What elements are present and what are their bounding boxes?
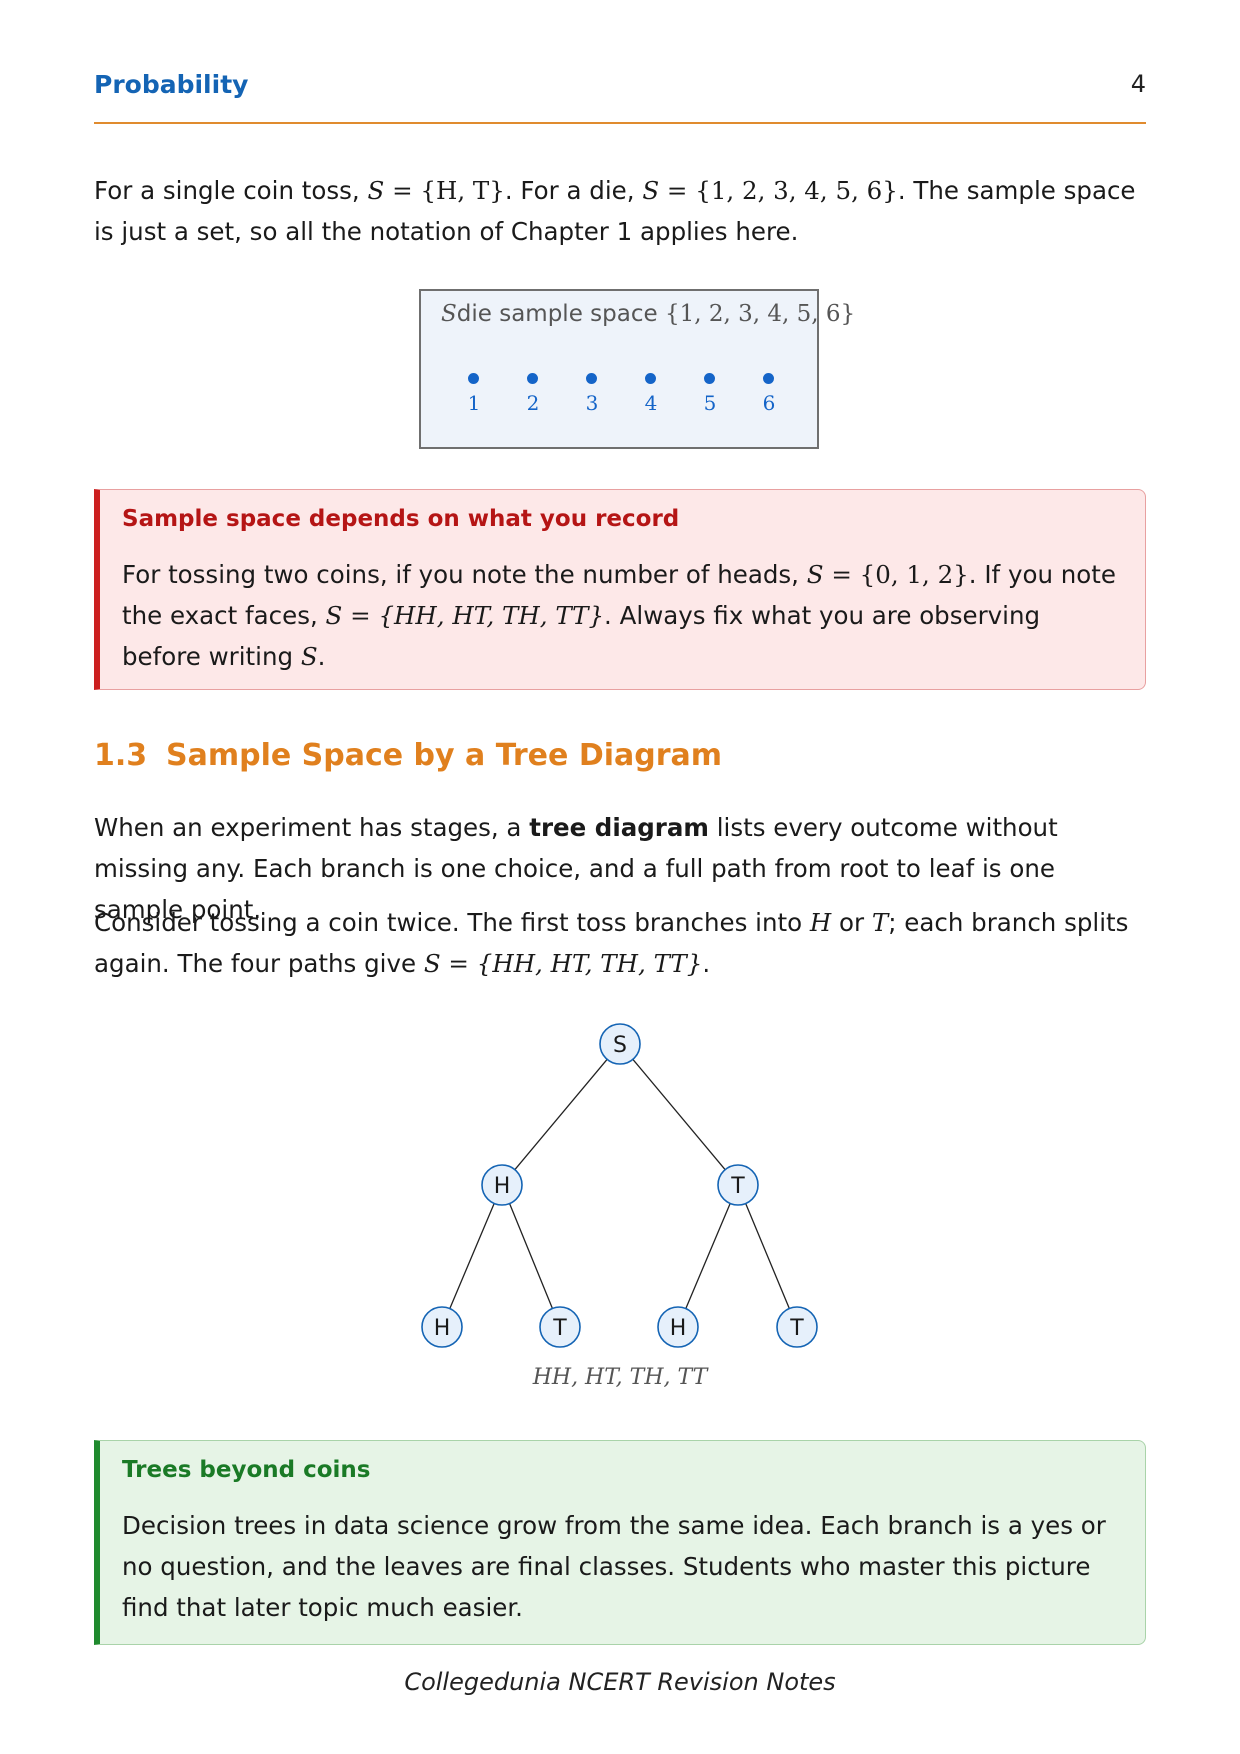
tree-edge-root-T [632,1058,726,1171]
outcome-dot-2 [527,373,538,384]
tree-edge-T-H [685,1203,731,1309]
intro-paragraph: For a single coin toss, S = {H, T}. For … [94,176,1136,246]
warning-callout-body: For tossing two coins, if you note the n… [122,560,1116,671]
tree-leaf-node-4-label: T [789,1316,804,1341]
tree-edge-root-H [514,1058,608,1171]
coin-twice-paragraph: Consider tossing a coin twice. The first… [94,908,1129,978]
outcome-label-3: 3 [585,391,599,415]
outcome-dot-1 [468,373,479,384]
tree-edge-H-T [508,1203,554,1309]
tree-leaf-node-1-label: H [434,1316,451,1341]
page-header: Probability 4 [94,64,1146,124]
tree-leaf-node-3-label: H [670,1316,687,1341]
tree-level1-node-H: H [481,1164,523,1206]
page-footer: Collegedunia NCERT Revision Notes [404,1668,836,1696]
outcome-label-2: 2 [526,391,540,415]
die-figure-caption: Sdie sample space {1, 2, 3, 4, 5, 6} [441,301,856,327]
header-title: Probability [94,70,249,99]
tree-intro-paragraph: When an experiment has stages, a tree di… [94,813,1058,924]
tree-leaf-node-3: H [657,1306,699,1348]
info-callout-title: Trees beyond coins [122,1457,371,1483]
info-callout: Trees beyond coins Decision trees in dat… [94,1440,1146,1645]
outcome-dot-3 [586,373,597,384]
tree-edge-T-T [745,1203,790,1309]
outcome-label-6: 6 [762,391,776,415]
tree-leaf-node-2: T [539,1306,581,1348]
tree-root-node: S [599,1023,641,1065]
outcome-label-4: 4 [644,391,658,415]
tree-leaf-node-1: H [421,1306,463,1348]
section-heading: 1.3 Sample Space by a Tree Diagram [94,738,722,773]
info-callout-body: Decision trees in data science grow from… [122,1511,1106,1622]
warning-callout-title: Sample space depends on what you record [122,506,680,532]
warning-callout: Sample space depends on what you record … [94,489,1146,690]
tree-level1-node-H-label: H [494,1174,511,1199]
page-number: 4 [1130,70,1146,98]
tree-level1-node-T-label: T [730,1174,745,1199]
section-title: Sample Space by a Tree Diagram [166,738,723,773]
outcome-label-1: 1 [467,391,481,415]
outcome-dot-6 [763,373,774,384]
tree-leaf-node-2-label: T [552,1316,567,1341]
tree-leaf-node-4: T [776,1306,818,1348]
tree-root-node-label: S [613,1033,627,1058]
tree-edge-H-H [449,1203,495,1309]
tree-outcomes-caption: HH, HT, TH, TT [532,1365,708,1390]
outcome-dot-5 [704,373,715,384]
section-number: 1.3 [94,738,148,773]
outcome-label-5: 5 [703,391,717,415]
tree-level1-node-T: T [717,1164,759,1206]
outcome-dot-4 [645,373,656,384]
die-sample-space-figure: Sdie sample space {1, 2, 3, 4, 5, 6} 1 2 3… [419,289,855,449]
